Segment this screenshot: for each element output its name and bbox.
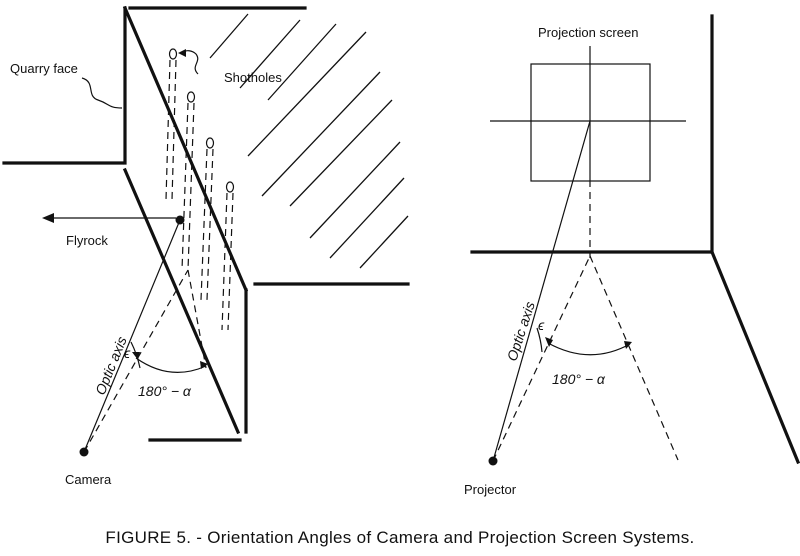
- angle-label-right: 180° − α: [552, 371, 606, 387]
- flyrock-arrowhead: [42, 213, 54, 223]
- epsilon-label: ϵ: [124, 345, 131, 361]
- face-diagonal-edge: [122, 5, 249, 293]
- optic-axis-label-right: Optic axis: [504, 300, 538, 363]
- projection-screen-label: Projection screen: [538, 25, 638, 40]
- camera-dashed-line-2: [187, 269, 207, 369]
- toe-diagonal-edge: [122, 167, 241, 435]
- alpha-arrow-left: [132, 352, 140, 360]
- shothole: [205, 137, 215, 149]
- optic-axis-line: [83, 219, 181, 453]
- shothole: [168, 48, 178, 60]
- alpha-arrow-right-right: [624, 341, 632, 349]
- alpha-arrow-left-right: [545, 337, 553, 347]
- shotholes-leader-arrow: [178, 49, 186, 57]
- shotholes-label: Shotholes: [224, 70, 282, 85]
- camera-label: Camera: [65, 472, 112, 487]
- shothole: [186, 91, 196, 103]
- surface-hatching: [209, 13, 409, 269]
- alpha-arc-right: [547, 342, 631, 356]
- epsilon-label-right: ϵ: [538, 317, 545, 333]
- alpha-arc: [135, 357, 207, 373]
- figure-caption: FIGURE 5. - Orientation Angles of Camera…: [105, 528, 694, 547]
- alpha-arrow-right: [200, 361, 208, 369]
- shotholes: [165, 48, 235, 331]
- left-panel: Quarry face Shotholes Flyrock Optic axis…: [2, 5, 410, 487]
- quarry-face-label: Quarry face: [10, 61, 78, 76]
- floor-corner-line: [709, 249, 800, 465]
- epsilon-arc-right: [536, 327, 543, 353]
- optic-axis-line-right: [492, 120, 591, 462]
- camera-dashed-line: [83, 269, 189, 453]
- angle-label: 180° − α: [138, 383, 192, 399]
- projector-dashed-line-2: [589, 255, 679, 461]
- right-panel: Projection screen Optic axis ϵ 180° − α …: [464, 14, 800, 497]
- shothole: [225, 181, 235, 193]
- flyrock-label: Flyrock: [66, 233, 108, 248]
- projector-dashed-line: [492, 255, 591, 462]
- quarry-face-leader: [81, 77, 123, 109]
- projector-label: Projector: [464, 482, 517, 497]
